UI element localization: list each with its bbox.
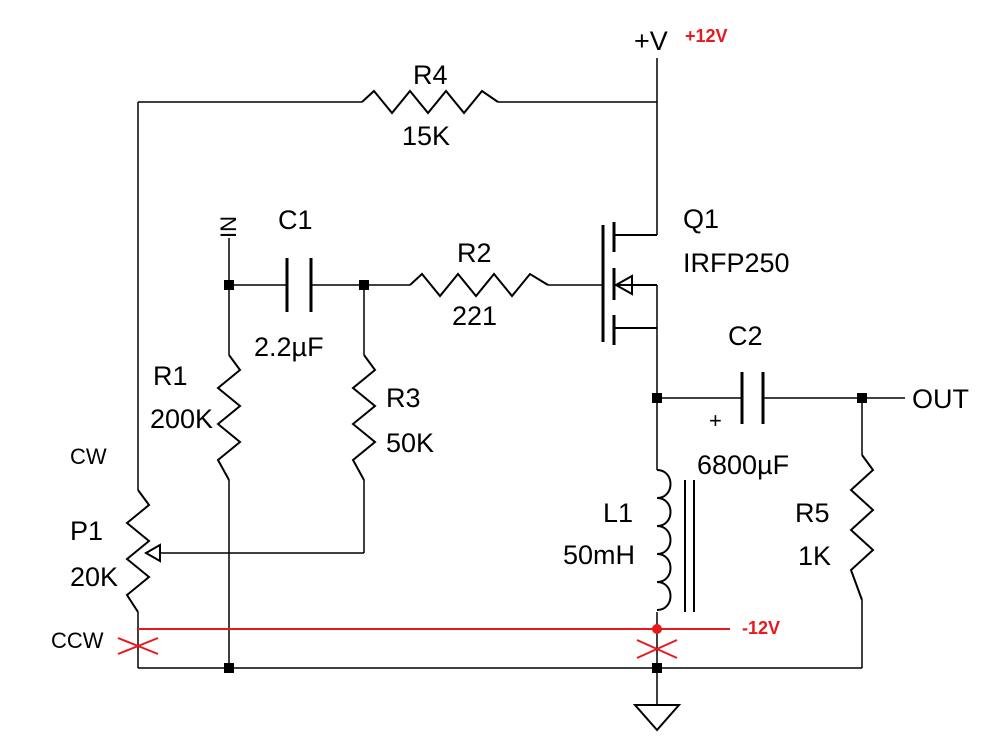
r3-value: 50K	[386, 428, 434, 458]
r3-ref: R3	[386, 383, 421, 413]
resistor-r3: R3 50K	[351, 354, 434, 481]
resistor-r2: R2 221	[409, 238, 549, 331]
resistor-r4: R4 15K	[361, 60, 499, 151]
output-label: OUT	[912, 384, 969, 414]
r5-value: 1K	[798, 541, 831, 571]
c2-ref: C2	[728, 321, 763, 351]
resistor-r1: R1 200K	[150, 354, 242, 481]
mosfet-q1: Q1 IRFP250	[601, 204, 790, 350]
r2-value: 221	[452, 301, 497, 331]
c1-ref: C1	[278, 205, 313, 235]
r4-value: 15K	[402, 121, 450, 151]
p1-ref: P1	[70, 516, 103, 546]
capacitor-c1: C1 2.2µF	[254, 205, 324, 362]
input-label: IN	[216, 216, 241, 238]
c2-value: 6800µF	[697, 450, 789, 480]
wires	[137, 58, 905, 705]
ccw-label: CCW	[51, 628, 104, 653]
ground-icon	[632, 704, 682, 732]
q1-value: IRFP250	[683, 248, 790, 278]
inductor-l1: L1 50mH	[563, 469, 695, 612]
resistor-r5: R5 1K	[795, 454, 875, 601]
r1-value: 200K	[150, 404, 213, 434]
supply-voltage-label: +12V	[685, 26, 728, 46]
r2-ref: R2	[457, 238, 492, 268]
l1-value: 50mH	[563, 540, 635, 570]
neg-voltage-label: -12V	[742, 618, 780, 638]
r5-ref: R5	[795, 498, 830, 528]
c2-polarity: +	[709, 408, 722, 433]
r1-ref: R1	[153, 361, 188, 391]
junction-dots	[224, 280, 867, 673]
supply-label: +V	[634, 26, 668, 56]
capacitor-c2: C2 + 6800µF	[697, 321, 789, 480]
negative-supply-mod: -12V	[117, 618, 780, 659]
r4-ref: R4	[413, 60, 448, 90]
p1-value: 20K	[70, 562, 118, 592]
cw-label: CW	[70, 444, 107, 469]
q1-ref: Q1	[683, 204, 719, 234]
potentiometer-p1: CW P1 20K CCW	[51, 444, 161, 653]
l1-ref: L1	[603, 498, 633, 528]
supply-terminal: +V +12V	[634, 26, 728, 56]
c1-value: 2.2µF	[254, 332, 324, 362]
